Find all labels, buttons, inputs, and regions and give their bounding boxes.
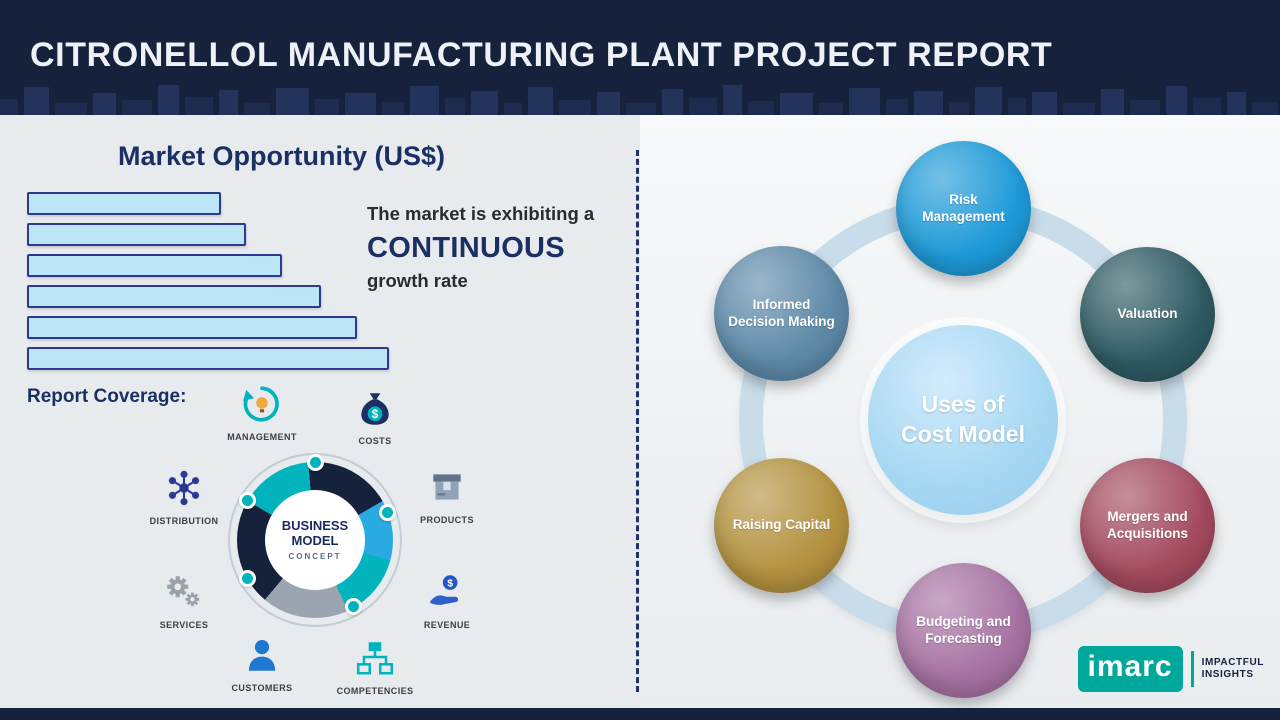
logo-divider <box>1190 651 1194 687</box>
coverage-item: $ COSTS <box>327 387 423 446</box>
ring-dot <box>239 570 256 587</box>
market-bar <box>27 316 357 339</box>
ring-dot <box>306 453 324 471</box>
growth-line-2: CONTINUOUS <box>367 232 565 264</box>
market-opportunity-panel: Market Opportunity (US$) The market is e… <box>0 115 640 710</box>
svg-text:$: $ <box>447 578 453 590</box>
logo-tagline: IMPACTFUL INSIGHTS <box>1202 657 1264 682</box>
coverage-item-label: MANAGEMENT <box>227 432 297 442</box>
market-bar <box>27 347 389 370</box>
business-model-center-line1: BUSINESS <box>281 518 349 534</box>
growth-statement: The market is exhibiting a CONTINUOUS gr… <box>367 203 637 292</box>
coverage-item: SERVICES <box>136 571 232 630</box>
coverage-item: $ REVENUE <box>399 571 495 630</box>
cost-model-node-label: Valuation <box>1117 306 1178 322</box>
logo-tagline-line1: IMPACTFUL <box>1201 656 1264 668</box>
city-skyline-graphic <box>0 85 1278 115</box>
money-bag-icon: $ <box>354 393 396 433</box>
coverage-item-label: COSTS <box>358 436 392 446</box>
cost-model-node: Budgeting and Forecasting <box>896 563 1031 698</box>
cost-model-center-label: Uses of Cost Model <box>901 391 1025 447</box>
business-model-center-line2: MODEL <box>291 533 339 548</box>
cost-model-node-label: Budgeting and Forecasting <box>916 613 1011 646</box>
cost-model-node-label: Raising Capital <box>732 517 831 533</box>
market-bar <box>27 192 221 215</box>
coverage-item: CUSTOMERS <box>214 634 310 693</box>
cost-model-node-label: Mergers and Acquisitions <box>1106 508 1188 541</box>
gears-icon <box>163 576 205 617</box>
coverage-item-label: SERVICES <box>159 620 209 630</box>
growth-line-1: The market is exhibiting a <box>367 203 595 224</box>
coverage-item: MANAGEMENT <box>214 383 310 442</box>
cost-model-node: Risk Management <box>896 141 1031 276</box>
person-icon <box>241 639 283 680</box>
imarc-logo: imarc IMPACTFUL INSIGHTS <box>1077 646 1265 692</box>
coverage-item: COMPETENCIES <box>327 637 423 696</box>
market-bar <box>27 285 321 308</box>
business-model-center: BUSINESS MODEL CONCEPT <box>265 490 365 590</box>
coverage-item-label: PRODUCTS <box>420 515 474 525</box>
header-banner: CITRONELLOL MANUFACTURING PLANT PROJECT … <box>0 0 1280 115</box>
footer-bar <box>0 708 1280 720</box>
imarc-logo-wordmark: imarc <box>1077 646 1183 692</box>
market-bar <box>27 254 282 277</box>
market-opportunity-title: Market Opportunity (US$) <box>118 141 446 171</box>
cost-model-node-label: Informed Decision Making <box>728 296 835 329</box>
ring-dot <box>379 504 396 521</box>
logo-tagline-line2: INSIGHTS <box>1201 669 1254 680</box>
vertical-dashed-divider <box>636 150 639 692</box>
svg-text:$: $ <box>372 409 379 421</box>
cost-model-center: Uses of Cost Model <box>868 325 1058 515</box>
market-opportunity-chart <box>27 192 389 370</box>
coverage-item: PRODUCTS <box>399 466 495 525</box>
coverage-item-label: COMPETENCIES <box>336 686 414 696</box>
coverage-item-label: DISTRIBUTION <box>149 516 219 526</box>
org-chart-icon <box>354 642 396 683</box>
business-model-ring: BUSINESS MODEL CONCEPT <box>237 453 396 618</box>
hand-coin-icon: $ <box>426 575 468 617</box>
cost-model-node: Informed Decision Making <box>714 246 849 381</box>
coverage-item-label: REVENUE <box>423 620 471 630</box>
growth-line-3: growth rate <box>367 270 468 291</box>
package-box-icon <box>426 474 468 512</box>
ring-dot <box>239 492 256 509</box>
recycle-idea-icon <box>241 386 283 429</box>
business-model-center-line3: CONCEPT <box>288 551 342 561</box>
cost-model-node: Valuation <box>1080 247 1215 382</box>
business-model-diagram: BUSINESS MODEL CONCEPT MANAGEMENT $ COSTS D… <box>0 115 640 710</box>
cost-model-node-label: Risk Management <box>922 191 1005 224</box>
cost-model-node: Mergers and Acquisitions <box>1080 458 1215 593</box>
coverage-item-label: CUSTOMERS <box>231 683 293 693</box>
page-title: CITRONELLOL MANUFACTURING PLANT PROJECT … <box>30 36 1053 74</box>
cost-model-node: Raising Capital <box>714 458 849 593</box>
coverage-item: DISTRIBUTION <box>136 467 232 526</box>
network-icon <box>163 470 205 513</box>
market-bar <box>27 223 246 246</box>
ring-dot <box>345 598 362 615</box>
report-coverage-label: Report Coverage: <box>27 386 187 407</box>
